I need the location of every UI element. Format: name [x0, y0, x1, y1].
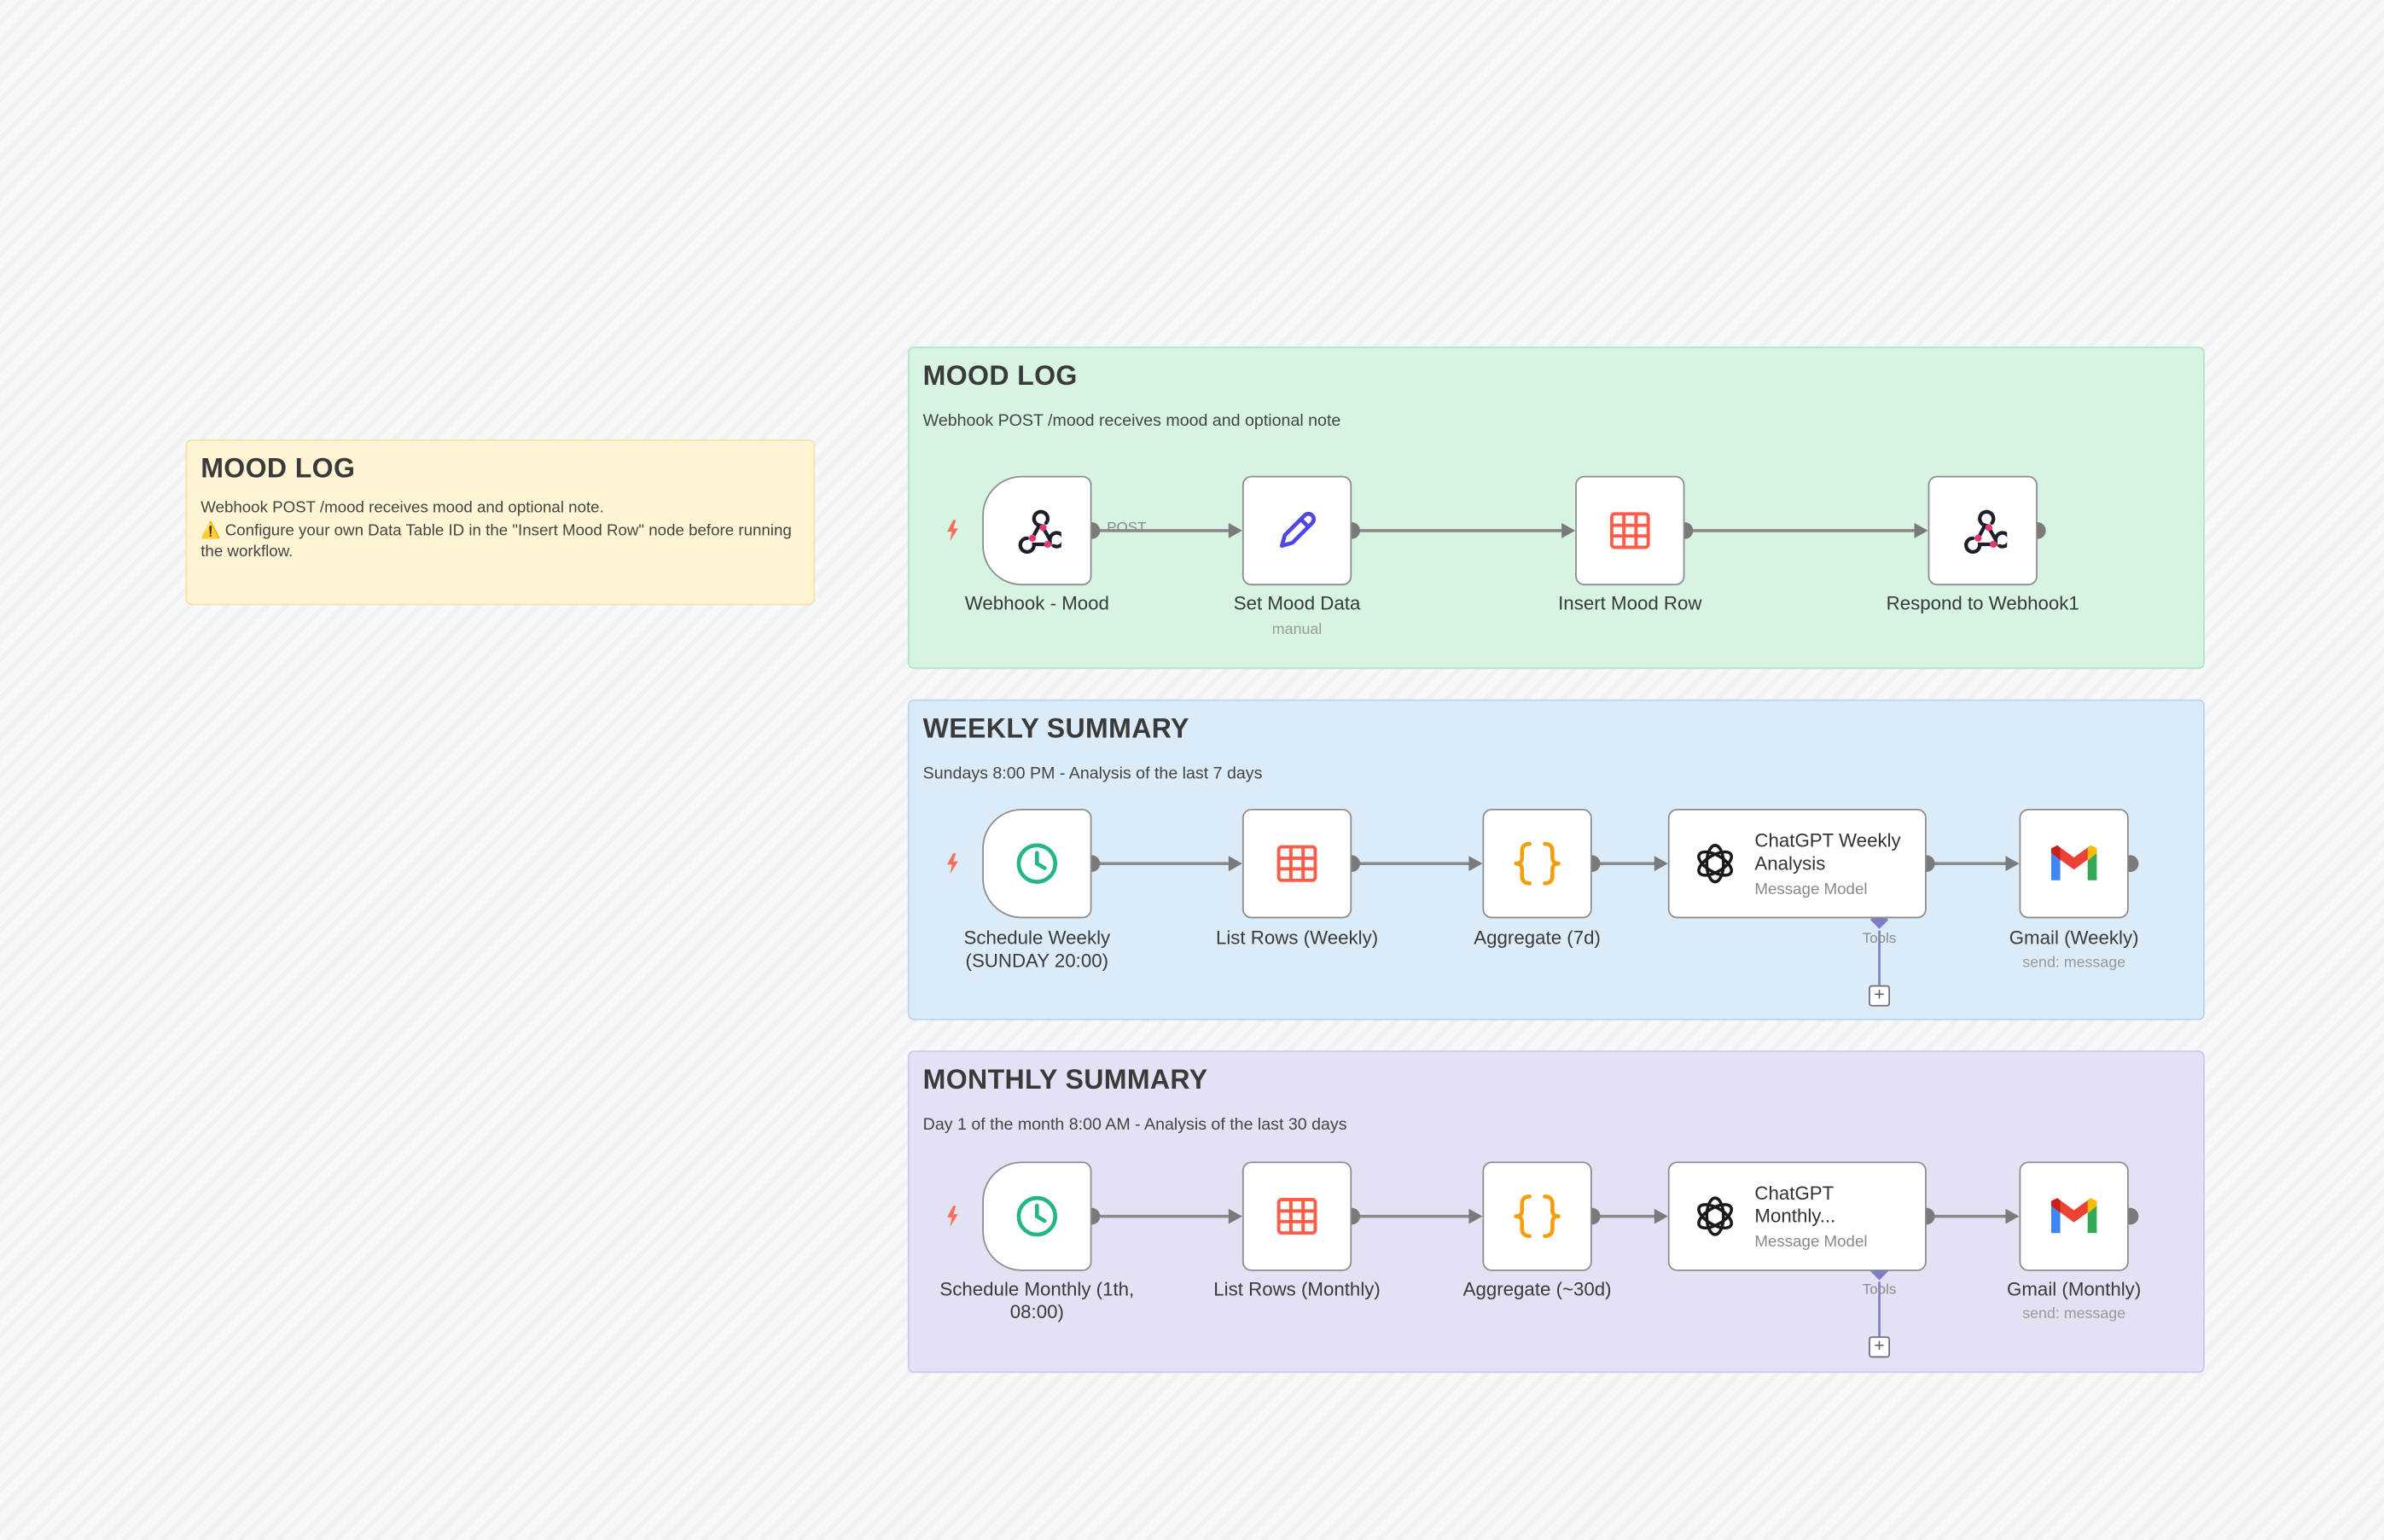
node-text-block: ChatGPT Monthly... Message Model	[1754, 1183, 1867, 1251]
node-list-rows-monthly[interactable]	[1241, 1161, 1352, 1271]
group-title-weekly: WEEKLY SUMMARY	[922, 712, 1189, 744]
node-subtitle-gmail-monthly: send: message	[2022, 1305, 2126, 1323]
edge-label-post: POST	[1107, 520, 1147, 538]
node-schedule-monthly[interactable]	[982, 1161, 1092, 1271]
group-monthly-summary[interactable]: MONTHLY SUMMARY Day 1 of the month 8:00 …	[907, 1050, 2205, 1374]
openai-icon	[1697, 844, 1734, 884]
node-list-rows-weekly[interactable]	[1241, 809, 1352, 919]
note-line-2: ⚠️ Configure your own Data Table ID in t…	[201, 520, 792, 561]
arrow-head	[1654, 856, 1668, 872]
label-line: (SUNDAY 20:00)	[965, 950, 1109, 972]
clock-icon	[1016, 843, 1058, 884]
arrow-head	[1654, 1208, 1668, 1224]
arrow-head	[1468, 1208, 1483, 1224]
node-respond-to-webhook[interactable]	[1928, 475, 2038, 586]
table-icon	[1276, 1198, 1317, 1235]
node-label-list-rows-weekly: List Rows (Weekly)	[1215, 927, 1379, 949]
gmail-icon	[2050, 1198, 2097, 1234]
node-label-respond-to-webhook: Respond to Webhook1	[1886, 592, 2079, 614]
arrow-head	[1228, 1208, 1242, 1224]
arrow-head	[1228, 856, 1242, 872]
group-subtitle-weekly: Sundays 8:00 PM - Analysis of the last 7…	[922, 764, 1263, 783]
group-title-mood: MOOD LOG	[922, 360, 1078, 391]
node-gmail-weekly[interactable]	[2019, 809, 2129, 919]
node-schedule-weekly[interactable]	[982, 809, 1092, 919]
table-icon	[1276, 845, 1317, 882]
node-chatgpt-weekly-analysis[interactable]: ChatGPT Weekly Analysis Message Model	[1667, 809, 1927, 919]
node-set-mood-data[interactable]	[1241, 475, 1352, 586]
tools-label: Tools	[1862, 1281, 1897, 1299]
label-line: Schedule Weekly	[963, 927, 1111, 949]
label-line: Schedule Monthly (1th,	[939, 1278, 1135, 1300]
arrow-head	[1914, 523, 1928, 538]
node-insert-mood-row[interactable]	[1575, 475, 1685, 586]
group-subtitle-mood: Webhook POST /mood receives mood and opt…	[922, 411, 1341, 431]
sticky-note-mood-log[interactable]: MOOD LOG Webhook POST /mood receives moo…	[185, 439, 816, 606]
node-aggregate-30d[interactable]	[1482, 1161, 1592, 1271]
node-title-line: Analysis	[1754, 851, 1826, 874]
add-tool-button[interactable]: +	[1869, 1336, 1891, 1358]
openai-icon	[1697, 1196, 1734, 1236]
node-title-line: ChatGPT Weekly	[1754, 829, 1901, 851]
note-title: MOOD LOG	[201, 453, 356, 484]
tools-label: Tools	[1862, 930, 1897, 948]
node-label-gmail-weekly: Gmail (Weekly)	[2009, 927, 2139, 949]
node-gmail-monthly[interactable]	[2019, 1161, 2129, 1271]
webhook-icon	[1018, 509, 1061, 554]
add-tool-button[interactable]: +	[1869, 985, 1891, 1007]
node-subtitle: Message Model	[1754, 1232, 1868, 1251]
braces-icon	[1514, 1194, 1561, 1239]
node-label-insert-mood-row: Insert Mood Row	[1558, 592, 1702, 614]
group-title-monthly: MONTHLY SUMMARY	[922, 1064, 1208, 1095]
webhook-icon	[1964, 509, 2008, 554]
node-label-schedule-monthly: Schedule Monthly (1th, 08:00)	[939, 1279, 1134, 1324]
node-label-gmail-monthly: Gmail (Monthly)	[2007, 1278, 2142, 1300]
node-label-list-rows-monthly: List Rows (Monthly)	[1213, 1278, 1381, 1300]
group-subtitle-monthly: Day 1 of the month 8:00 AM - Analysis of…	[922, 1115, 1347, 1135]
node-subtitle-gmail-weekly: send: message	[2022, 955, 2126, 972]
node-title-line: ChatGPT	[1754, 1182, 1835, 1204]
gmail-icon	[2050, 845, 2097, 880]
node-label-aggregate-30d: Aggregate (~30d)	[1462, 1278, 1612, 1300]
node-chatgpt-monthly[interactable]: ChatGPT Monthly... Message Model	[1667, 1161, 1927, 1271]
note-line-1: Webhook POST /mood receives mood and opt…	[201, 498, 604, 517]
node-title-line: Monthly...	[1754, 1205, 1836, 1227]
node-webhook-mood[interactable]	[982, 475, 1092, 586]
arrow-head	[2005, 1208, 2020, 1224]
node-aggregate-7d[interactable]	[1482, 809, 1592, 919]
label-line: 08:00)	[1009, 1301, 1064, 1323]
node-label-webhook-mood: Webhook - Mood	[964, 592, 1109, 614]
arrow-head	[1468, 856, 1483, 872]
pencil-icon	[1279, 512, 1316, 549]
clock-icon	[1016, 1195, 1058, 1237]
braces-icon	[1514, 841, 1561, 886]
node-label-schedule-weekly: Schedule Weekly (SUNDAY 20:00)	[963, 927, 1110, 973]
node-subtitle-set-mood-data: manual	[1271, 621, 1323, 639]
table-icon	[1609, 512, 1650, 549]
node-label-set-mood-data: Set Mood Data	[1233, 592, 1361, 614]
node-label-aggregate-7d: Aggregate (7d)	[1474, 927, 1601, 949]
node-text-block: ChatGPT Weekly Analysis Message Model	[1754, 829, 1900, 898]
arrow-head	[1228, 523, 1242, 538]
node-subtitle: Message Model	[1754, 879, 1868, 898]
arrow-head	[2005, 856, 2020, 872]
arrow-head	[1561, 523, 1576, 538]
